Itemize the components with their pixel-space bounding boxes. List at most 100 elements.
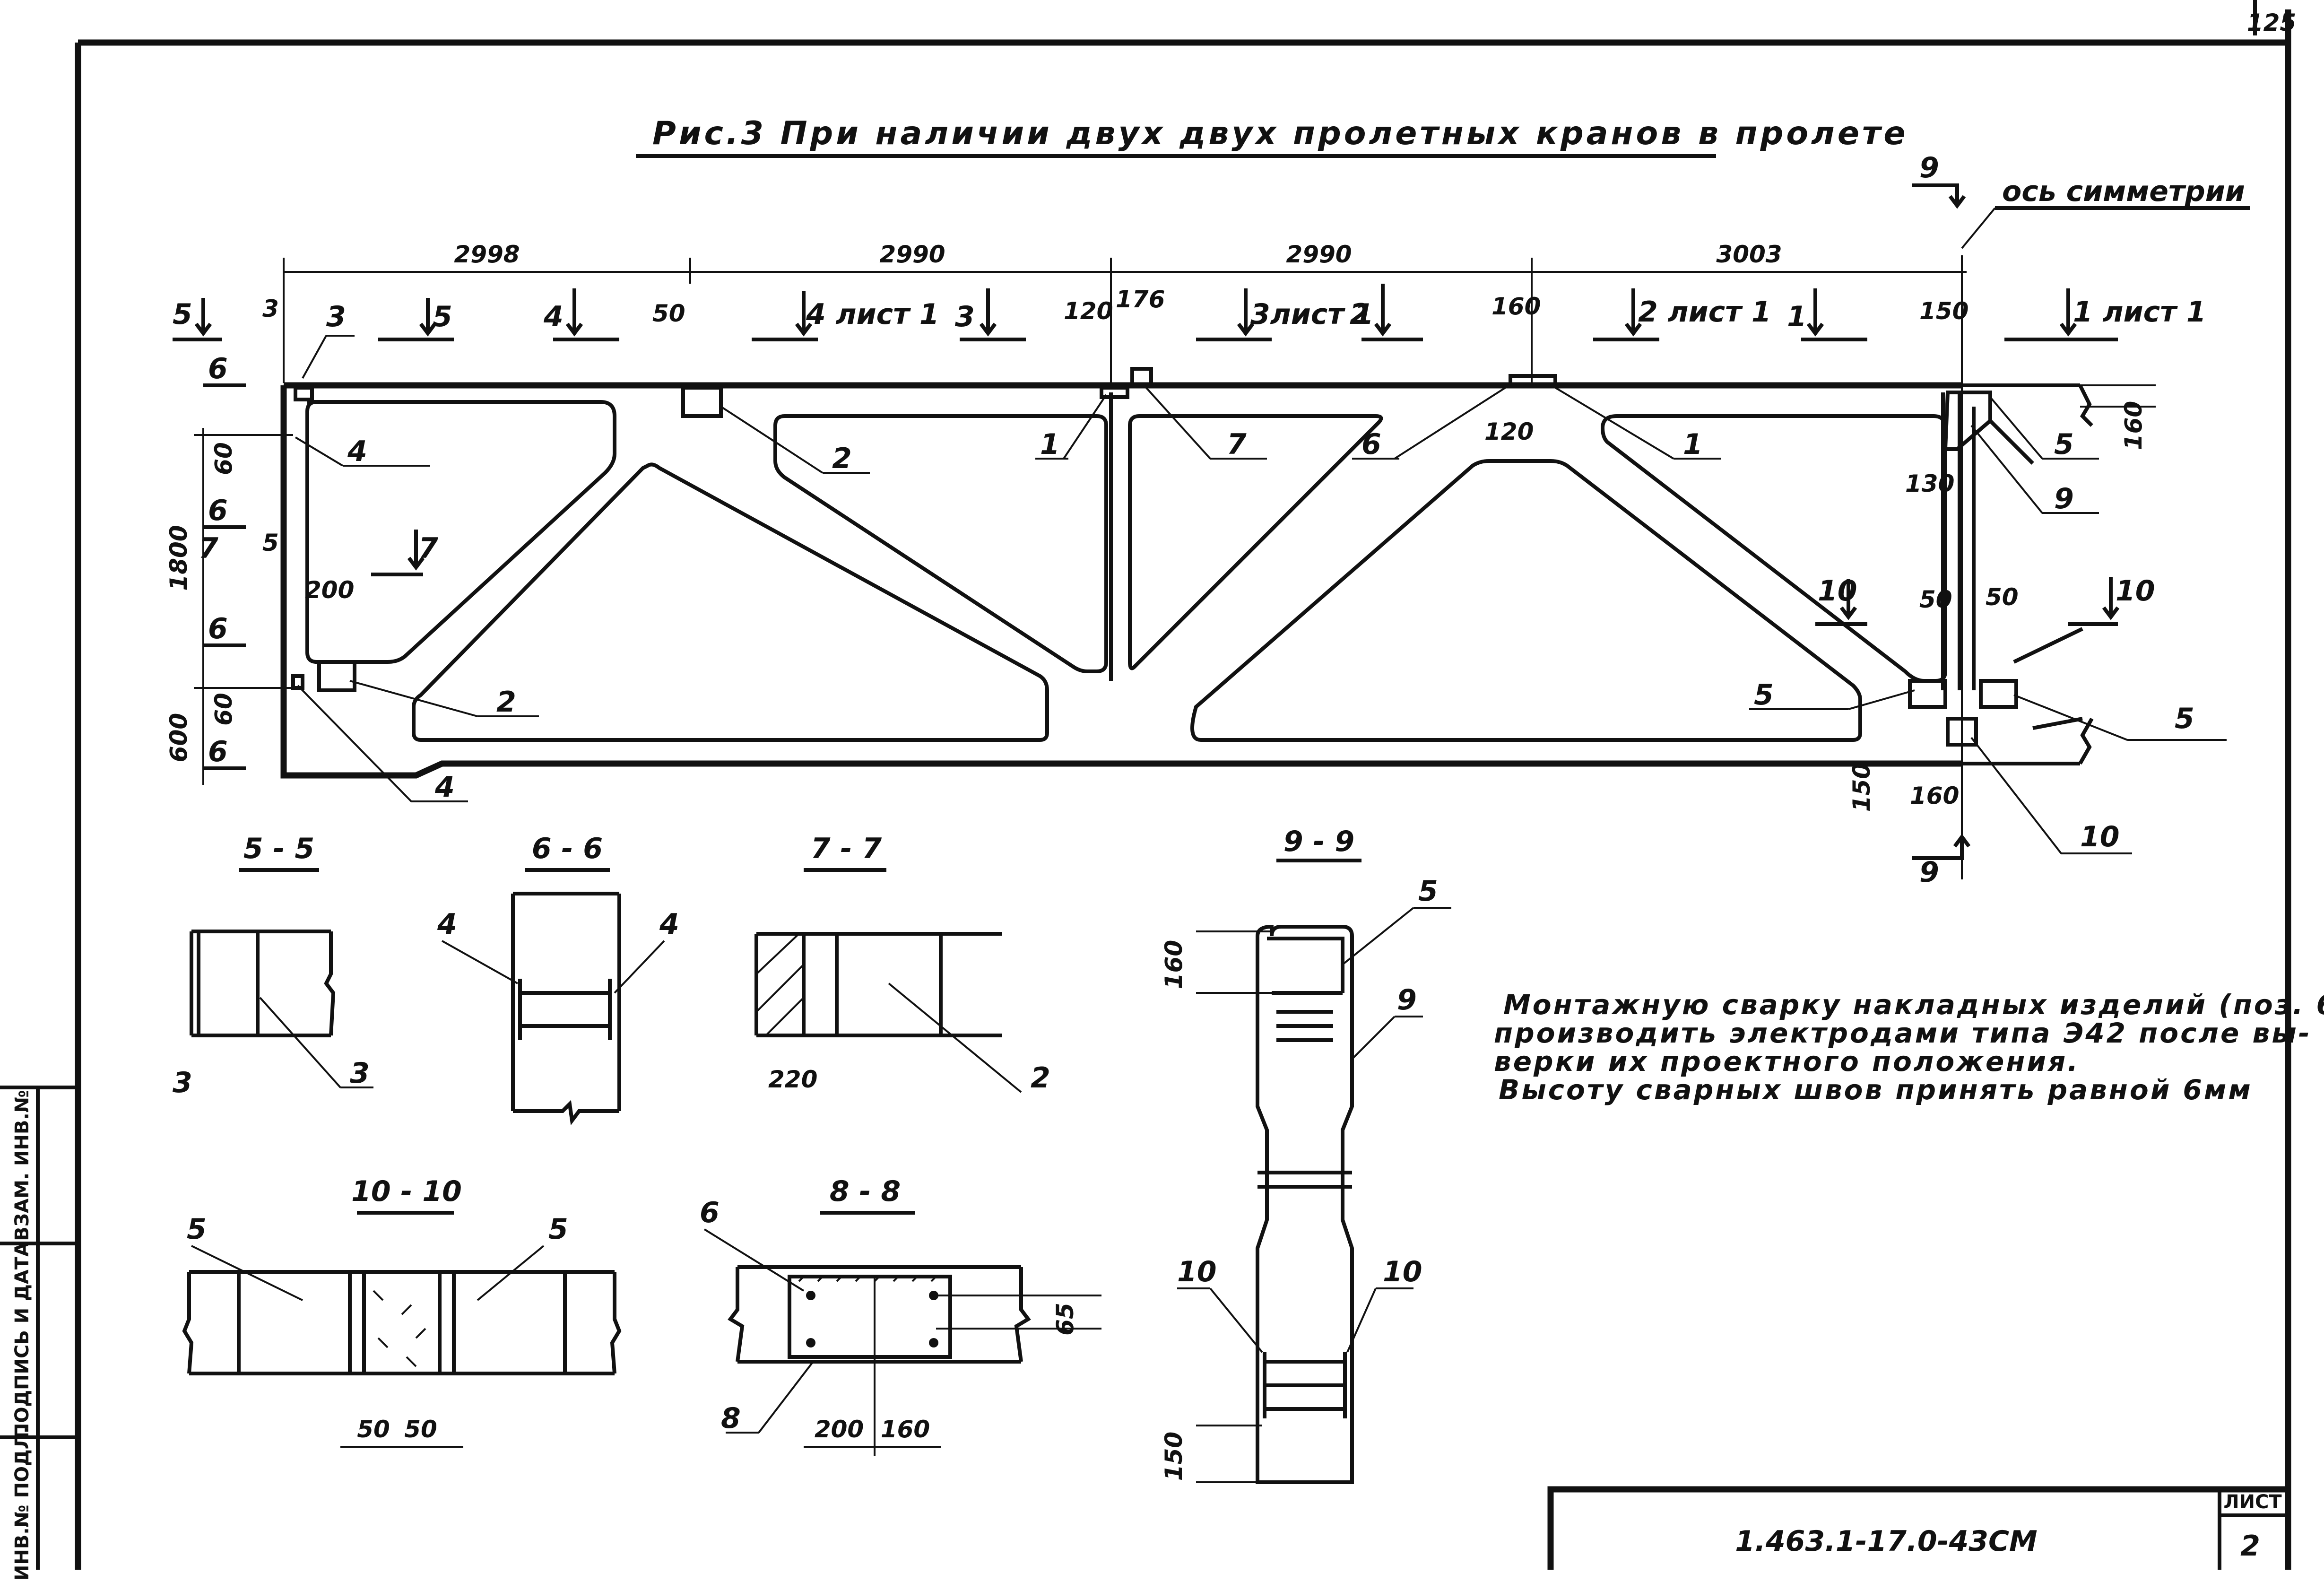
dim-150: 150 — [1919, 297, 1968, 325]
cut-2-sheet1: 2 лист 1 — [1638, 296, 1771, 329]
dim-2990-a: 2990 — [879, 241, 945, 268]
callout-1-a: 1 — [1040, 428, 1060, 461]
plate-5-b — [1979, 679, 2018, 709]
dim-50-a: 50 — [1919, 586, 1952, 613]
plate-10 — [1946, 717, 1978, 747]
plate-8 — [788, 1275, 952, 1359]
cut-6-c: 6 — [208, 612, 228, 645]
callout-10: 10 — [2080, 820, 2120, 853]
dim-2998: 2998 — [454, 241, 520, 268]
note-line-3: верки их проектного положения. — [1494, 1045, 2080, 1078]
plate-3 — [294, 386, 314, 401]
dim-60-top: 60 — [210, 442, 237, 475]
callout-7: 7 — [1227, 428, 1247, 461]
callout-2-b: 2 — [496, 686, 516, 719]
plate-5-a — [1908, 679, 1947, 709]
section-7-7: 7 - 7 220 2 — [754, 832, 1050, 1095]
stamp-vzam-inv: ВЗАМ. ИНВ.№ — [11, 1090, 33, 1241]
plate-7 — [1130, 367, 1153, 387]
cut-10-b: 10 — [2116, 574, 2155, 608]
welding-note: Монтажную сварку накладных изделий (поз.… — [1494, 989, 2324, 1106]
section-8-8-label-8: 8 — [721, 1402, 741, 1435]
section-5-5-dim-3: 3 — [173, 1066, 192, 1099]
dim-3: 3 — [262, 295, 279, 322]
dim-50: 50 — [652, 300, 685, 327]
note-line-4: Высоту сварных швов принять равной 6мм — [1499, 1074, 2253, 1106]
section-10-10-label-5-a: 5 — [187, 1213, 207, 1246]
section-9-9-dim-150: 150 — [1160, 1432, 1188, 1481]
callout-5-a: 5 — [2054, 428, 2074, 461]
section-8-8-title: 8 - 8 — [830, 1175, 901, 1208]
dim-120: 120 — [1064, 297, 1113, 325]
dim-600: 600 — [165, 713, 192, 762]
section-9-9-label-5: 5 — [1418, 875, 1438, 908]
section-5-5: 5 - 5 3 3 — [173, 832, 373, 1099]
cut-3: 3 — [955, 300, 975, 333]
title-block: 1.463.1-17.0-43СМ ЛИСТ 2 — [1547, 1486, 2288, 1570]
sheet-number: 2 — [2240, 1530, 2260, 1563]
section-9-9-dim-160: 160 — [1160, 940, 1188, 989]
section-5-5-label-3: 3 — [350, 1057, 370, 1090]
dim-5: 5 — [262, 529, 279, 556]
section-10-10-dim-50-a: 50 — [357, 1416, 390, 1443]
symmetry-axis-label: ось симметрии — [2002, 175, 2245, 208]
cut-6-b: 6 — [208, 494, 228, 527]
section-9-9-label-10-a: 10 — [1177, 1255, 1217, 1288]
cut-5: 5 — [433, 300, 452, 333]
dim-1800: 1800 — [165, 525, 192, 591]
section-8-8-label-6: 6 — [700, 1196, 720, 1229]
section-7-7-title: 7 - 7 — [811, 832, 882, 865]
cut-9-bottom: 9 — [1919, 856, 1939, 889]
plate-2-bottom — [317, 660, 356, 692]
section-10-10-dim-50-b: 50 — [404, 1416, 437, 1443]
page-corner-number: 125 — [2247, 9, 2296, 36]
dim-2990-b: 2990 — [1286, 241, 1352, 268]
figure-title: Рис.3 При наличии двух двух пролетных кр… — [652, 115, 1908, 152]
stamp-inv-podl: ИНВ.№ ПОДЛ. — [11, 1426, 33, 1580]
section-7-7-dim-220: 220 — [768, 1066, 817, 1093]
plate-4 — [291, 674, 304, 690]
note-line-1: Монтажную сварку накладных изделий (поз.… — [1503, 989, 2324, 1021]
section-9-9-title: 9 - 9 — [1283, 825, 1354, 858]
dim-130: 130 — [1905, 470, 1954, 497]
section-9-9-label-10-b: 10 — [1383, 1255, 1422, 1288]
section-9-9-label-9: 9 — [1397, 983, 1417, 1017]
left-dimensions: 1800 600 60 60 5 200 6 6 6 6 7 7 — [165, 352, 438, 785]
drawing-frame: 1 2 5 — [75, 0, 2296, 1570]
truss-beam-elevation: 9 — [280, 255, 2094, 889]
callout-4-b: 4 — [434, 771, 455, 804]
dim-150-b: 150 — [1848, 763, 1875, 812]
section-6-6-label-4-a: 4 — [437, 908, 457, 941]
section-9-9: 9 - 9 160 5 9 10 10 150 — [1160, 825, 1451, 1484]
cut-5-left: 5 — [173, 298, 192, 331]
dim-60-bottom: 60 — [210, 693, 237, 726]
cut-4-sheet1: 4 лист 1 — [806, 298, 939, 331]
callout-3: 3 — [326, 300, 346, 333]
cut-2: 2 — [1350, 298, 1370, 331]
cut-4: 4 — [543, 300, 564, 333]
plate-2-top — [681, 386, 723, 418]
cut-3-sheet1: 3лист 1 — [1250, 298, 1374, 331]
cut-10-a: 10 — [1818, 574, 1857, 608]
cut-6-a: 6 — [208, 352, 228, 385]
section-6-6: 6 - 6 4 4 — [437, 832, 679, 1126]
section-6-6-title: 6 - 6 — [532, 832, 603, 865]
sheet-label: ЛИСТ — [2223, 1491, 2282, 1513]
cut-9-top: 9 — [1919, 151, 1939, 184]
position-callouts: 4 2 1 7 6 1 5 9 2 4 5 5 10 — [295, 382, 2227, 854]
section-10-10-label-5-b: 5 — [548, 1213, 568, 1246]
plate-1-a — [1100, 386, 1129, 399]
drawing-code: 1.463.1-17.0-43СМ — [1735, 1525, 2037, 1558]
callout-4-a: 4 — [347, 435, 367, 468]
section-5-5-title: 5 - 5 — [243, 832, 314, 865]
dim-160: 160 — [1492, 293, 1541, 320]
section-10-10: 10 - 10 5 5 50 50 — [182, 1175, 622, 1448]
callout-5-c: 5 — [2175, 702, 2194, 735]
dim-200: 200 — [305, 576, 354, 604]
callout-9: 9 — [2054, 482, 2074, 515]
dim-176: 176 — [1116, 286, 1165, 313]
dim-50-b: 50 — [1986, 583, 2019, 611]
side-stamp: ИНВ.№ ПОДЛ. ПОДПИСЬ И ДАТА ВЗАМ. ИНВ.№ — [0, 1086, 78, 1581]
